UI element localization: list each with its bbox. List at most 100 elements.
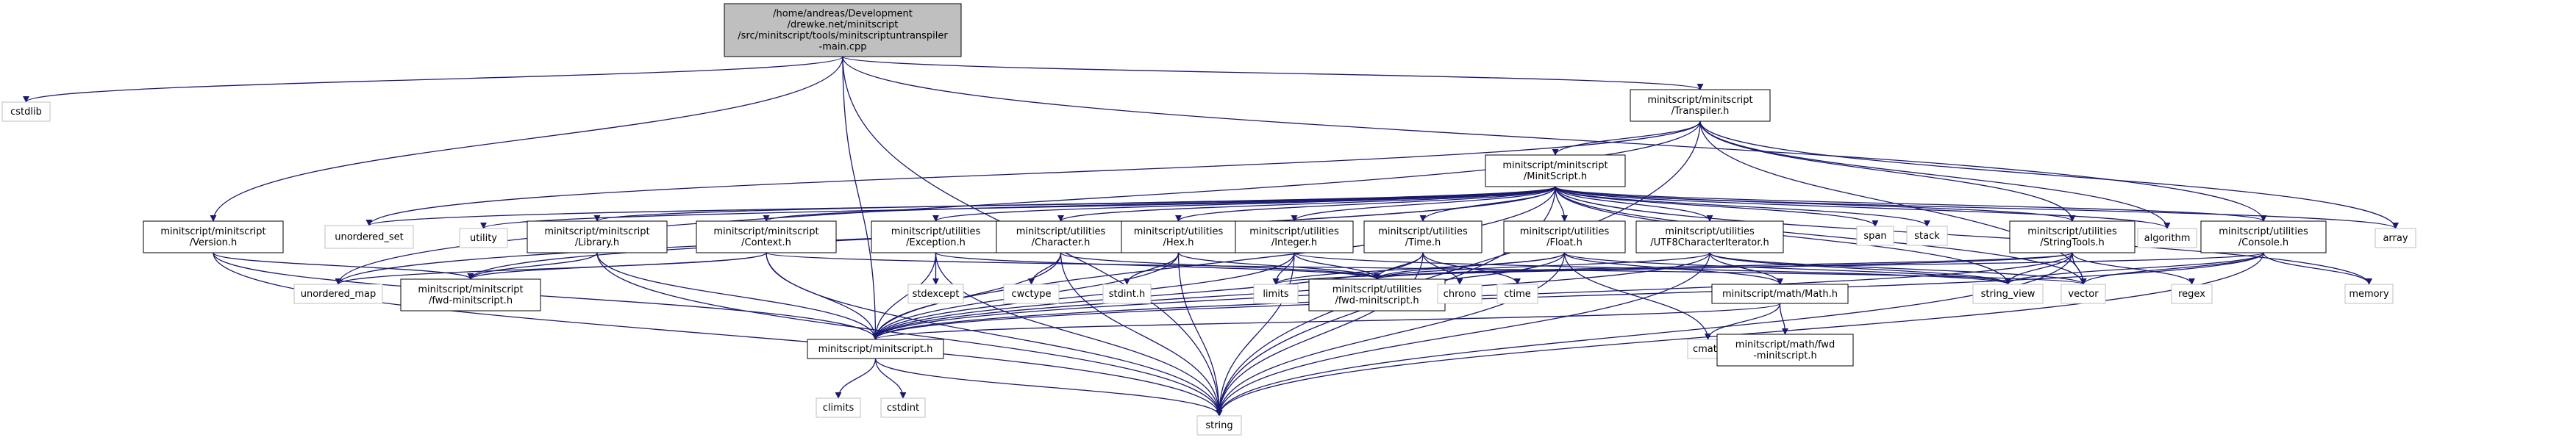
- node-label: cmath: [1693, 344, 1723, 355]
- node-float[interactable]: minitscript/utilities/Float.h: [1503, 220, 1626, 253]
- node-utf8[interactable]: minitscript/utilities/UTF8CharacterItera…: [1635, 220, 1784, 253]
- node-box: [2344, 284, 2394, 304]
- node-math-fwd[interactable]: minitscript/math/fwd-minitscript.h: [1716, 334, 1854, 367]
- edge-minitscript_h-to-character: [1057, 186, 1556, 222]
- node-label: /Hex.h: [1163, 237, 1194, 248]
- node-label: -main.cpp: [819, 42, 867, 53]
- edge-root-to-console: [842, 56, 2267, 222]
- node-minitscript-h[interactable]: minitscript/minitscript/MinitScript.h: [1485, 154, 1626, 187]
- node-root[interactable]: /home/andreas/Development/drewke.net/min…: [724, 3, 962, 57]
- edge-transpiler-to-array: [1699, 120, 2399, 229]
- node-box: [1437, 284, 1483, 304]
- edge-minitscript_h-to-array: [1555, 186, 2399, 229]
- node-box: [1253, 284, 1299, 304]
- edge-context-to-fwd_mini: [467, 252, 767, 280]
- node-vector: vector: [2061, 284, 2106, 304]
- node-ctime: ctime: [1496, 284, 1538, 304]
- node-label: /src/minitscript/tools/minitscriptuntran…: [738, 31, 948, 42]
- edge-float-to-string: [1216, 252, 1566, 417]
- node-label: /UTF8CharacterIterator.h: [1650, 237, 1769, 248]
- edge-float-to-fwd_util: [1374, 252, 1566, 280]
- node-stringtools[interactable]: minitscript/utilities/StringTools.h: [2009, 220, 2136, 253]
- node-label: /Library.h: [575, 237, 619, 248]
- node-label: /Integer.h: [1271, 237, 1317, 248]
- node-label: utility: [470, 233, 497, 244]
- edge-minitscript_h-to-memory: [1555, 186, 2372, 285]
- node-unordered-map: unordered_map: [293, 284, 383, 304]
- node-context[interactable]: minitscript/minitscript/Context.h: [696, 220, 837, 253]
- node-library[interactable]: minitscript/minitscript/Library.h: [527, 220, 668, 253]
- node-label: /Console.h: [2238, 237, 2288, 248]
- node-label: cwctype: [1012, 289, 1052, 300]
- node-box: [907, 284, 964, 304]
- node-exception[interactable]: minitscript/utilities/Exception.h: [871, 220, 1001, 253]
- edge-utf8-to-fwd_util: [1374, 252, 1710, 280]
- edge-character-to-fwd_util: [1060, 252, 1380, 280]
- node-stack: stack: [1906, 226, 1948, 246]
- node-fwd-mini[interactable]: minitscript/minitscript/fwd-minitscript.…: [400, 278, 541, 311]
- edge-console-to-minitscript_core: [872, 252, 2264, 340]
- edge-float-to-cmath: [1563, 252, 1712, 340]
- node-box: [293, 284, 383, 304]
- node-label: minitscript/minitscript: [544, 226, 649, 237]
- node-label: string: [1205, 420, 1232, 431]
- edge-transpiler-to-vector: [1699, 120, 2087, 285]
- node-unordered-set: unordered_set: [324, 225, 414, 249]
- node-label: minitscript/minitscript: [713, 226, 818, 237]
- node-box: [324, 225, 414, 249]
- node-box: [1, 101, 51, 122]
- node-label: cstdlib: [10, 107, 42, 118]
- node-label: stack: [1914, 231, 1940, 242]
- node-version[interactable]: minitscript/minitscript/Version.h: [143, 220, 284, 253]
- node-label: span: [1863, 231, 1886, 242]
- edge-hex-to-stdint: [1123, 252, 1180, 285]
- node-character[interactable]: minitscript/utilities/Character.h: [996, 220, 1126, 253]
- node-label: stdexcept: [913, 289, 960, 300]
- node-label: memory: [2349, 289, 2389, 300]
- node-label: minitscript/utilities: [2027, 226, 2117, 237]
- edge-integer-to-minitscript_core: [872, 252, 1295, 340]
- node-label: /home/andreas/Development: [773, 9, 913, 20]
- edge-root-to-minitscript_core: [842, 56, 880, 340]
- node-integer[interactable]: minitscript/utilities/Integer.h: [1235, 220, 1354, 253]
- node-box: [459, 228, 508, 248]
- node-box: [2200, 220, 2327, 253]
- node-console[interactable]: minitscript/utilities/Console.h: [2200, 220, 2327, 253]
- node-mathh[interactable]: minitscript/math/Math.h: [1711, 284, 1849, 304]
- node-label: minitscript/utilities: [1134, 226, 1224, 237]
- node-box: [807, 339, 944, 359]
- edge-integer-to-fwd_util: [1294, 252, 1380, 280]
- node-label: minitscript/minitscript: [418, 284, 523, 295]
- node-box: [1630, 89, 1771, 122]
- edge-console-to-fwd_util: [1374, 252, 2264, 280]
- node-time[interactable]: minitscript/utilities/Time.h: [1363, 220, 1483, 253]
- node-transpiler[interactable]: minitscript/minitscript/Transpiler.h: [1630, 89, 1771, 122]
- node-label: minitscript/utilities: [1520, 226, 1610, 237]
- node-box: [724, 3, 962, 57]
- edge-transpiler-to-unordered_set: [365, 120, 1701, 226]
- node-box: [143, 220, 284, 253]
- node-hex[interactable]: minitscript/utilities/Hex.h: [1121, 220, 1236, 253]
- node-box: [1102, 284, 1152, 304]
- node-span: span: [1856, 226, 1894, 246]
- edge-exception-to-fwd_util: [935, 252, 1380, 280]
- node-label: /Version.h: [190, 237, 238, 248]
- edge-console-to-string_view: [2005, 252, 2264, 285]
- edge-minitscript_h-to-algorithm: [1555, 186, 2171, 229]
- node-box: [1635, 220, 1784, 253]
- edge-time-to-ctime: [1422, 252, 1521, 285]
- edge-exception-to-minitscript_core: [871, 252, 937, 340]
- edge-utf8-to-string: [1216, 252, 1710, 417]
- node-fwd-util[interactable]: minitscript/utilities/fwd-minitscript.h: [1308, 278, 1446, 311]
- edge-minitscript_h-to-integer: [1291, 186, 1556, 222]
- edge-minitscript_h-to-hex: [1175, 186, 1556, 222]
- node-string: string: [1196, 415, 1242, 436]
- node-box: [1235, 220, 1354, 253]
- edge-hex-to-string: [1177, 252, 1223, 417]
- node-label: /drewke.net/minitscript: [788, 20, 899, 31]
- node-label: minitscript/math/Math.h: [1722, 289, 1838, 300]
- node-minitscript-core[interactable]: minitscript/minitscript.h: [807, 339, 944, 359]
- node-label: minitscript/minitscript.h: [818, 344, 933, 355]
- node-regex: regex: [2171, 284, 2213, 304]
